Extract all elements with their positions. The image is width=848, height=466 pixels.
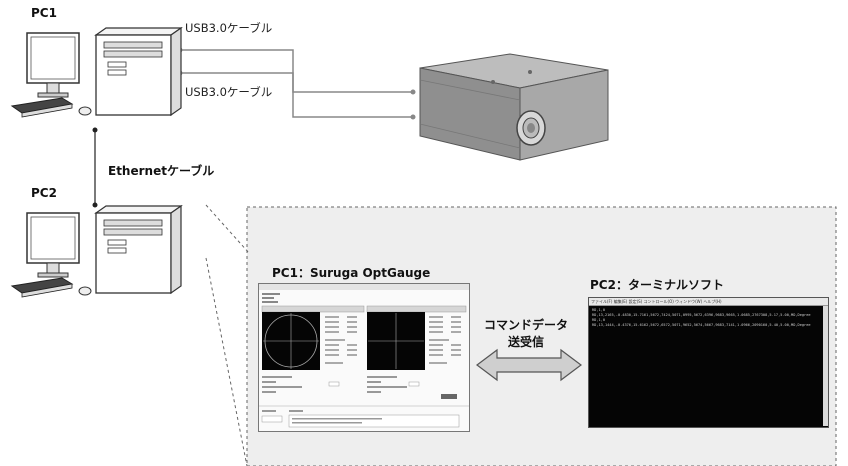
terminal-menu-bar: ファイル(F) 編集(E) 設定(S) コントロール(O) ウィンドウ(W) ヘ… xyxy=(589,298,828,306)
terminal-line: RD,13,2165,-0.4830,15.7161,5672,7424,507… xyxy=(592,313,811,317)
pc2-label: PC2 xyxy=(31,186,57,200)
pc2-mouse-icon xyxy=(78,286,92,296)
command-label-line1: コマンドデータ xyxy=(484,318,569,332)
optgauge-device-icon xyxy=(419,53,609,161)
optgauge-window xyxy=(258,283,470,432)
pc2-software-label: PC2：ターミナルソフト xyxy=(590,278,724,292)
terminal-window: ファイル(F) 編集(E) 設定(S) コントロール(O) ウィンドウ(W) ヘ… xyxy=(588,297,829,428)
pc1-label: PC1 xyxy=(31,6,57,20)
usb-cable-top xyxy=(180,49,413,93)
terminal-output: RD,1,0 RD,13,2165,-0.4830,15.7161,5672,7… xyxy=(589,306,828,330)
pc1-monitor-icon xyxy=(26,32,80,98)
usb-cable-top-label: USB3.0ケーブル xyxy=(185,21,273,35)
terminal-line: RD,1,0 xyxy=(592,308,605,312)
bidirectional-arrow xyxy=(476,348,582,382)
pc1-keyboard-icon xyxy=(10,97,74,118)
usb-cable-bottom-label: USB3.0ケーブル xyxy=(185,85,273,99)
optgauge-window-content xyxy=(259,284,469,428)
command-label-line2: 送受信 xyxy=(508,335,545,349)
usb-cable-bottom xyxy=(180,72,413,118)
pc1-software-label: PC1：Suruga OptGauge xyxy=(272,266,431,280)
callout-line-top xyxy=(205,204,250,254)
pc2-keyboard-icon xyxy=(10,277,74,298)
terminal-line: RD,13,1444,-0.4376,15.6162,5672,6572,507… xyxy=(592,323,811,327)
pc1-tower-icon xyxy=(94,26,183,117)
pc1-mouse-icon xyxy=(78,106,92,116)
callout-line-bottom xyxy=(205,257,248,466)
pc2-monitor-icon xyxy=(26,212,80,278)
pc2-tower-icon xyxy=(94,204,183,295)
terminal-scrollbar[interactable] xyxy=(823,306,828,426)
ethernet-cable-label: Ethernetケーブル xyxy=(108,164,215,178)
terminal-line: RD,1,0 xyxy=(592,318,605,322)
